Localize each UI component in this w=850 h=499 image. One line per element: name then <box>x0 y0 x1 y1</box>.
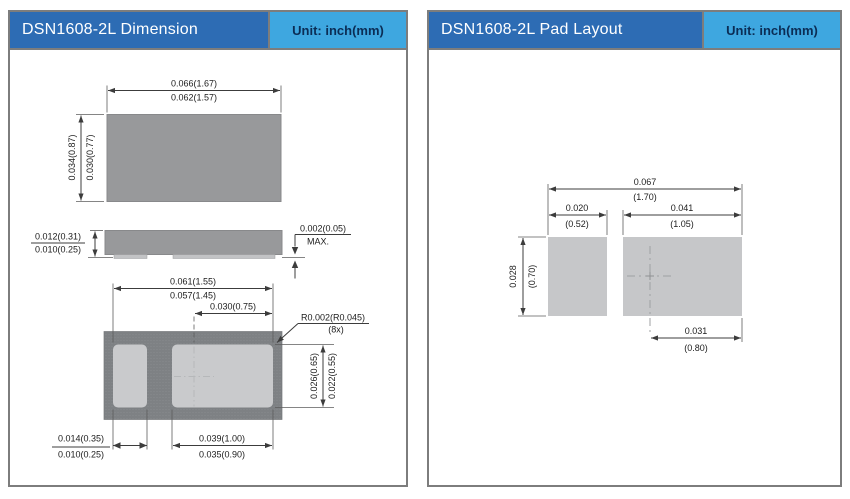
top-view: 0.066(1.67) 0.062(1.57) 0.034(0.87) 0.03… <box>67 79 282 202</box>
left-pad-width-mm-label: (0.52) <box>565 219 589 229</box>
top-width-max-label: 0.066(1.67) <box>171 79 217 89</box>
layout-right-pad <box>623 237 742 316</box>
top-view-body <box>106 114 282 202</box>
right-terminal-width-max-label: 0.039(1.00) <box>199 434 245 444</box>
bottom-view-right-pad <box>172 344 273 408</box>
overall-width-mm-label: (1.70) <box>633 192 657 202</box>
side-view-right-terminal <box>172 254 276 259</box>
center-to-right-edge-mm-label: (0.80) <box>684 343 708 353</box>
pad-height-in-label: 0.028 <box>508 265 518 288</box>
dimension-panel-title: DSN1608-2L Dimension <box>10 12 268 48</box>
pad-layout-drawing: 0.067 (1.70) 0.020 (0.52) 0.041 (1.05) 0… <box>508 177 743 353</box>
left-terminal-width-min-label: 0.010(0.25) <box>58 450 104 460</box>
right-pad-width-in-label: 0.041 <box>671 203 694 213</box>
top-height-max-label: 0.034(0.87) <box>67 134 77 180</box>
center-to-right-edge-in-label: 0.031 <box>685 326 708 336</box>
bottom-view: 0.061(1.55) 0.057(1.45) 0.030(0.75) R0.0… <box>52 277 369 460</box>
dimension-unit-label: Unit: inch(mm) <box>268 12 406 48</box>
side-view: 0.012(0.31) 0.010(0.25) 0.002(0.05) MAX. <box>31 224 351 279</box>
terminal-span-min-label: 0.057(1.45) <box>170 291 216 301</box>
layout-left-pad <box>548 237 607 316</box>
overall-width-in-label: 0.067 <box>634 177 657 187</box>
right-pad-width-mm-label: (1.05) <box>670 219 694 229</box>
side-view-left-terminal <box>113 254 148 259</box>
dimension-panel-header: DSN1608-2L Dimension Unit: inch(mm) <box>10 12 406 50</box>
pad-height-mm-label: (0.70) <box>527 265 537 289</box>
pad-layout-panel-header: DSN1608-2L Pad Layout Unit: inch(mm) <box>429 12 840 50</box>
left-terminal-width-max-label: 0.014(0.35) <box>58 434 104 444</box>
pad-layout-view: 0.067 (1.70) 0.020 (0.52) 0.041 (1.05) 0… <box>508 177 743 353</box>
terminal-span-max-label: 0.061(1.55) <box>170 277 216 287</box>
top-height-min-label: 0.030(0.77) <box>85 134 95 180</box>
dimension-drawing: 0.066(1.67) 0.062(1.57) 0.034(0.87) 0.03… <box>31 79 369 460</box>
pad-layout-panel-title: DSN1608-2L Pad Layout <box>429 12 702 48</box>
side-view-body <box>104 230 283 255</box>
terminal-height-min-label: 0.022(0.55) <box>327 353 337 399</box>
corner-radius-qty-label: (8x) <box>328 325 344 335</box>
side-thickness-max-label: 0.012(0.31) <box>35 232 81 242</box>
top-width-min-label: 0.062(1.57) <box>171 93 217 103</box>
dimension-panel: DSN1608-2L Dimension Unit: inch(mm) 0.06… <box>8 10 408 487</box>
left-pad-width-in-label: 0.020 <box>566 203 589 213</box>
corner-radius-label: R0.002(R0.045) <box>301 313 365 323</box>
side-standoff-label: 0.002(0.05) <box>300 224 346 234</box>
pad-layout-panel: DSN1608-2L Pad Layout Unit: inch(mm) 0.0… <box>427 10 842 487</box>
pad-layout-unit-label: Unit: inch(mm) <box>702 12 840 48</box>
terminal-height-max-label: 0.026(0.65) <box>309 353 319 399</box>
side-thickness-min-label: 0.010(0.25) <box>35 245 81 255</box>
side-standoff-note: MAX. <box>307 237 329 247</box>
bottom-view-left-pad <box>113 344 147 408</box>
center-to-edge-label: 0.030(0.75) <box>210 302 256 312</box>
right-terminal-width-min-label: 0.035(0.90) <box>199 450 245 460</box>
